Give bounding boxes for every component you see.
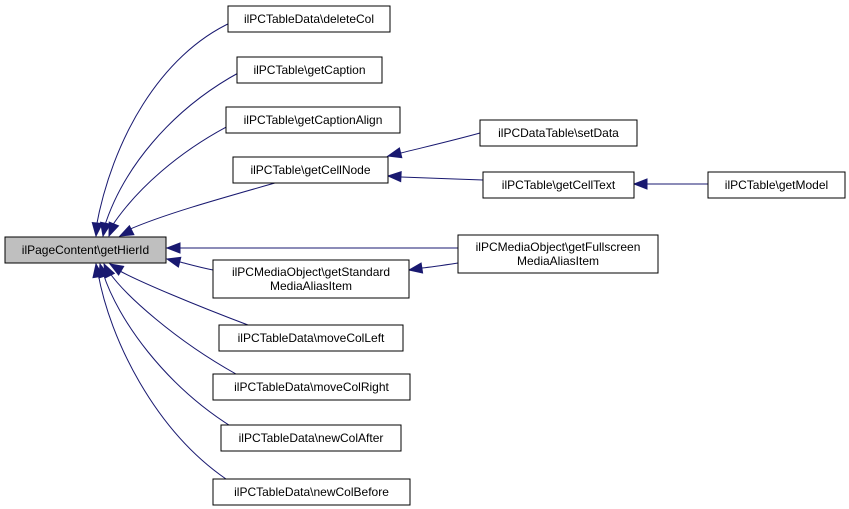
node-box[interactable] (218, 324, 404, 352)
node-label: ilPCTableData\moveColRight (234, 380, 389, 394)
arrowhead-icon (165, 242, 181, 254)
edge-line (102, 272, 233, 428)
graph-node[interactable]: ilPCTable\getModel (707, 171, 846, 199)
graph-node[interactable]: ilPCTableData\deleteCol (227, 5, 391, 33)
node-box[interactable] (707, 171, 846, 199)
graph-node[interactable]: ilPCMediaObject\getStandardMediaAliasIte… (212, 259, 410, 299)
node-box[interactable] (236, 56, 383, 84)
node-box[interactable] (482, 171, 635, 199)
node-box[interactable] (225, 106, 401, 134)
edge-line (400, 132, 481, 154)
graph-node[interactable]: ilPCTableData\newColAfter (220, 424, 402, 452)
edge-n12-n5 (407, 262, 459, 274)
node-label: ilPCTable\getCellNode (250, 163, 370, 177)
edge-line (97, 272, 227, 480)
graph-node[interactable]: ilPCTableData\newColBefore (212, 478, 411, 506)
node-label: ilPCDataTable\setData (498, 126, 619, 140)
arrowhead-icon (108, 221, 120, 238)
edge-n8-n0 (98, 262, 233, 428)
node-box[interactable] (227, 5, 391, 33)
edge-n2-n0 (99, 71, 241, 238)
node-label: ilPCTable\getModel (725, 178, 828, 192)
edges-layer (91, 21, 708, 480)
node-label: ilPCTable\getCaptionAlign (244, 113, 383, 127)
edge-n10-n4 (386, 132, 481, 159)
node-box[interactable] (457, 234, 659, 274)
graph-node[interactable]: ilPCMediaObject\getFullscreenMediaAliasI… (457, 234, 659, 274)
node-label: MediaAliasItem (517, 254, 599, 268)
graph-node[interactable]: ilPCTableData\moveColRight (212, 373, 411, 401)
edge-line (109, 121, 237, 230)
arrowhead-icon (108, 263, 125, 276)
edge-n11-n4 (386, 170, 484, 183)
edge-line (103, 71, 241, 229)
arrowhead-icon (165, 256, 182, 268)
node-label: ilPCMediaObject\getFullscreen (476, 240, 641, 254)
edge-line (127, 182, 276, 231)
graph-node-root[interactable]: ilPageContent\getHierId (4, 236, 167, 264)
edge-n13-n11 (632, 178, 708, 190)
arrowhead-icon (99, 221, 112, 238)
arrowhead-icon (91, 222, 104, 238)
node-box[interactable] (212, 478, 411, 506)
edge-line (95, 21, 233, 229)
edge-line (108, 271, 237, 375)
node-label: ilPCTable\getCaption (253, 63, 365, 77)
node-label: ilPCMediaObject\getStandard (232, 265, 390, 279)
arrowhead-icon (92, 262, 104, 279)
node-box[interactable] (220, 424, 402, 452)
node-label: ilPCTableData\moveColLeft (238, 331, 385, 345)
edge-line (400, 176, 484, 181)
edge-n1-n0 (91, 21, 233, 238)
node-box[interactable] (479, 119, 638, 147)
arrowhead-icon (632, 178, 648, 190)
node-label: ilPCTableData\newColAfter (239, 431, 384, 445)
node-label: ilPCTable\getCellText (502, 178, 616, 192)
arrowhead-icon (386, 170, 402, 183)
graph-node[interactable]: ilPCDataTable\setData (479, 119, 638, 147)
node-label: ilPCTableData\newColBefore (234, 485, 389, 499)
node-label: MediaAliasItem (270, 279, 352, 293)
edge-n6-n0 (108, 263, 249, 326)
node-box[interactable] (212, 259, 410, 299)
arrowhead-icon (118, 224, 135, 237)
node-box[interactable] (232, 156, 389, 184)
edge-line (179, 261, 214, 271)
graph-node[interactable]: ilPCTable\getCaptionAlign (225, 106, 401, 134)
node-box[interactable] (4, 236, 167, 264)
node-label: ilPageContent\getHierId (22, 243, 149, 257)
edge-n3-n0 (108, 121, 237, 238)
graph-node[interactable]: ilPCTable\getCaption (236, 56, 383, 84)
nodes-layer: ilPageContent\getHierId ilPCTableData\del… (4, 5, 846, 506)
node-box[interactable] (212, 373, 411, 401)
arrowhead-icon (386, 147, 403, 159)
edge-n5-n0 (165, 256, 214, 271)
edge-n4-n0 (118, 182, 276, 237)
edge-line (117, 269, 249, 326)
graph-node[interactable]: ilPCTableData\moveColLeft (218, 324, 404, 352)
edge-line (421, 262, 459, 269)
edge-n9-n0 (92, 262, 227, 480)
edge-n12-n0 (165, 242, 458, 254)
graph-node[interactable]: ilPCTable\getCellNode (232, 156, 389, 184)
arrowhead-icon (407, 262, 424, 274)
graph-node[interactable]: ilPCTable\getCellText (482, 171, 635, 199)
node-label: ilPCTableData\deleteCol (244, 12, 374, 26)
